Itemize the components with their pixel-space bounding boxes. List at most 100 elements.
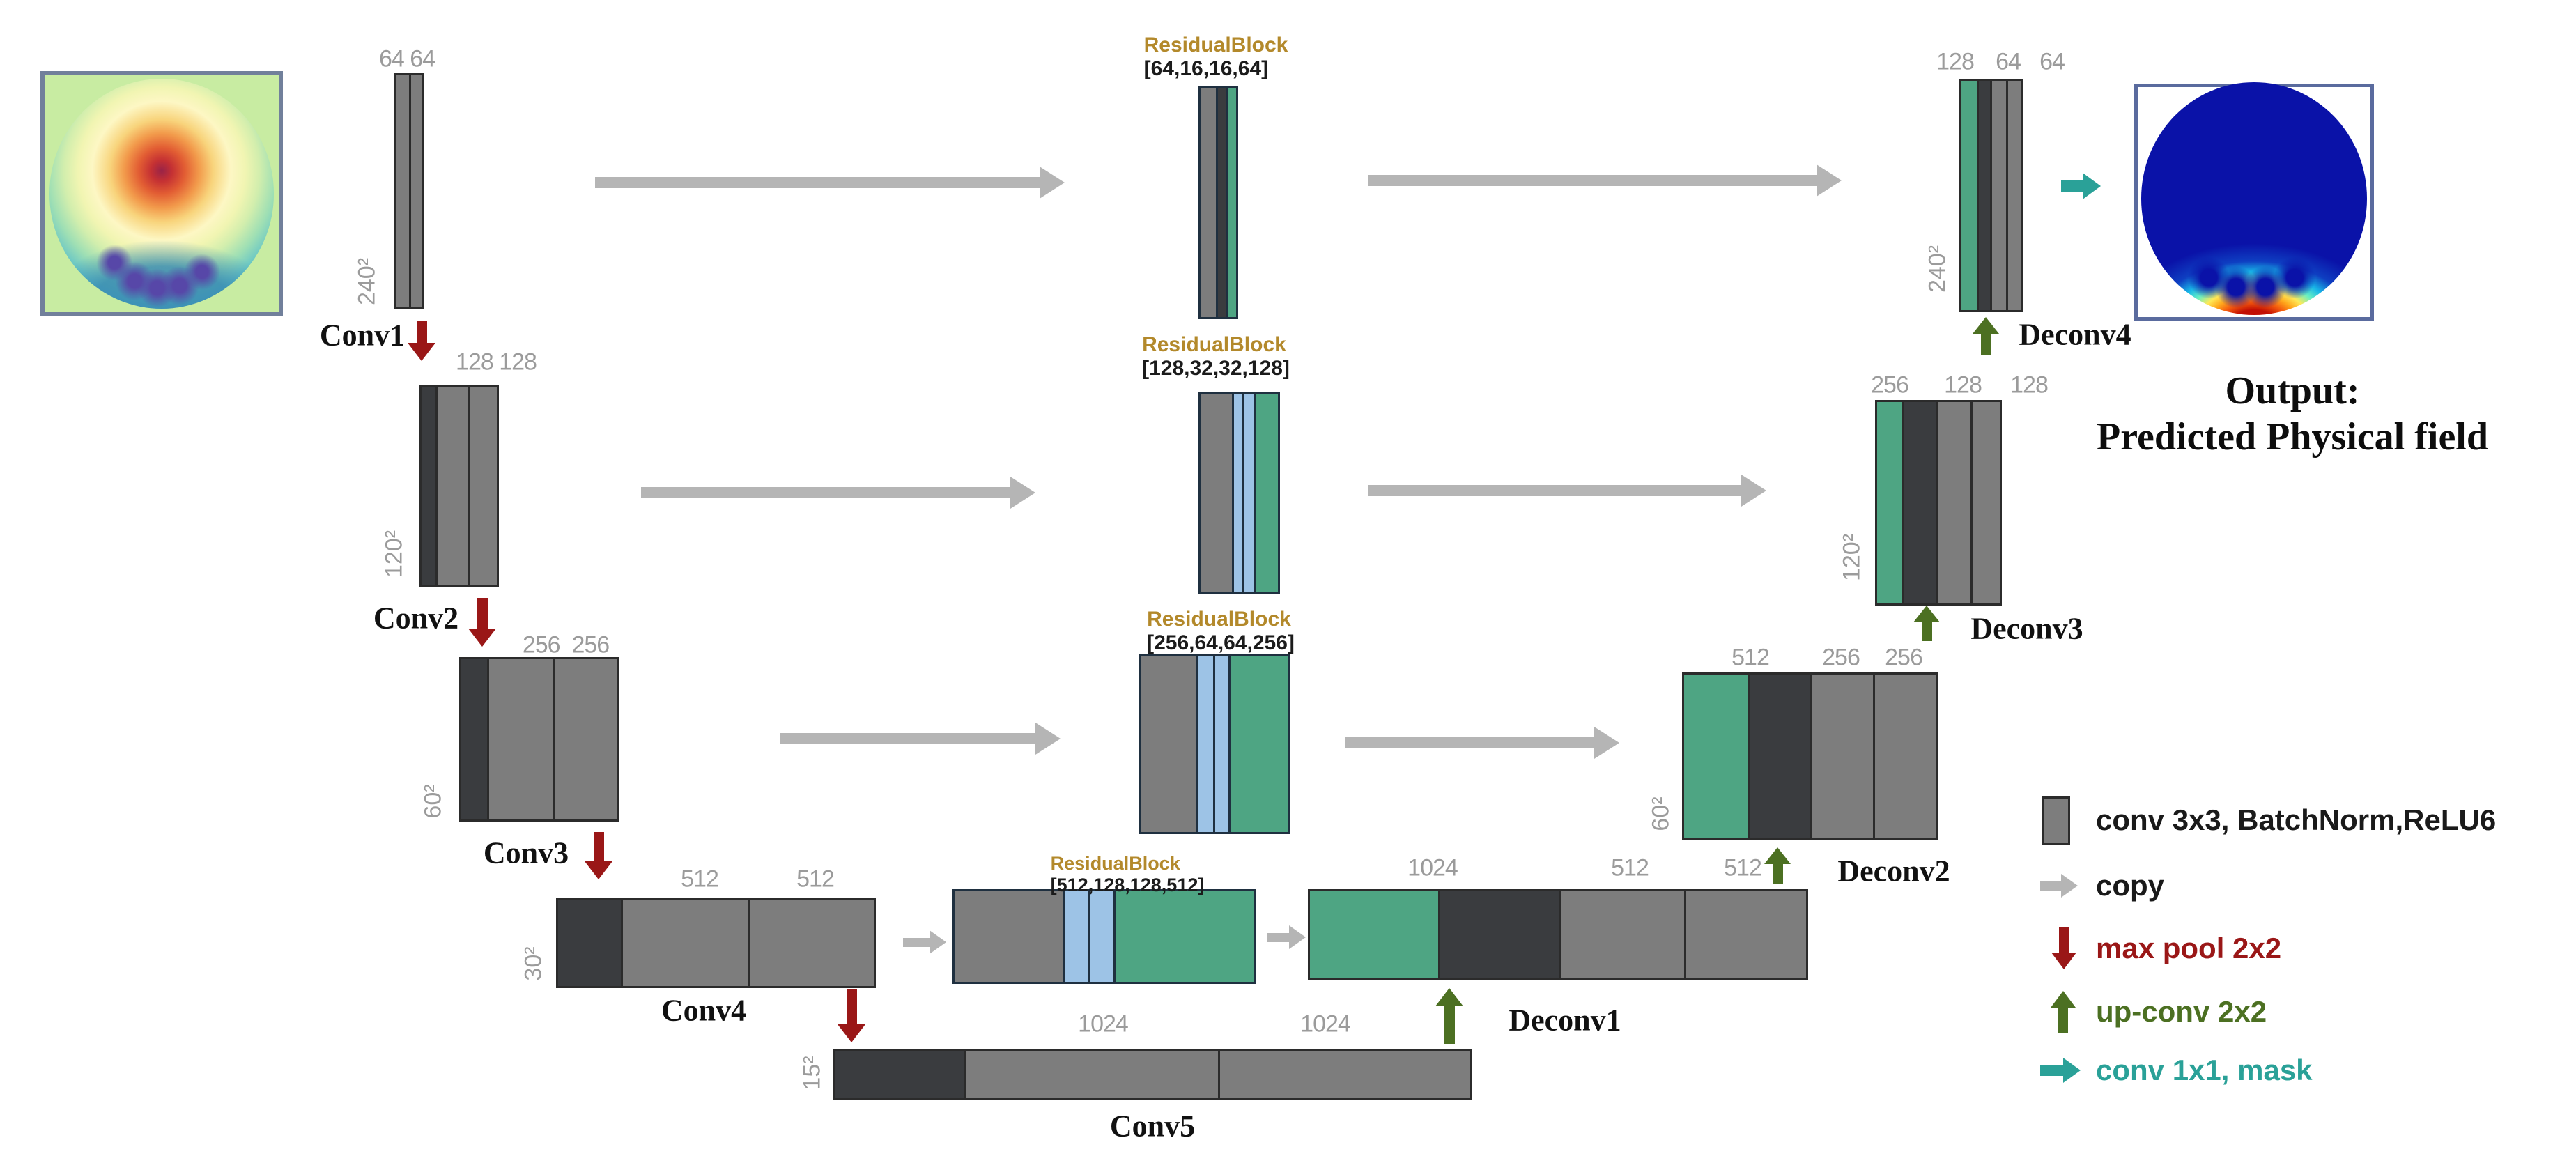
residual-block-1-layer-1 (1201, 88, 1216, 317)
maxpool-arrow-1 (408, 321, 435, 361)
residual-block-3 (1139, 654, 1290, 834)
copy-arrow-8-head (1289, 925, 1306, 949)
deconv4-name-label: Deconv4 (2019, 317, 2131, 352)
copy-arrow-1 (595, 167, 1065, 199)
conv5-name-label: Conv5 (1109, 1109, 1196, 1143)
conv1-name-label: Conv1 (319, 318, 406, 353)
residual-label-1-dims: [64,16,16,64] (1143, 57, 1269, 80)
conv3-channels-label: 256 256 (522, 631, 610, 658)
residual-label-3-dims: [256,64,64,256] (1147, 631, 1295, 654)
residual-block-4-layer-3 (1088, 891, 1113, 982)
copy-arrow-1-shaft (595, 177, 1040, 188)
copy-arrow-6 (1345, 727, 1619, 759)
deconv3-block-layer-4 (1970, 402, 2000, 603)
residual-label-1-name: ResidualBlock (1143, 33, 1288, 56)
conv3-size-label: 60² (419, 784, 447, 819)
deconv3-block (1875, 400, 2002, 606)
upconv-arrow-1-shaft (1444, 1006, 1455, 1044)
deconv1-block-layer-2 (1438, 891, 1559, 978)
copy-arrow-5 (780, 723, 1061, 755)
maxpool-arrow-2 (468, 598, 496, 647)
upconv-arrow-2-shaft (1772, 864, 1783, 884)
conv1-block-layer-1 (396, 75, 409, 307)
conv3-block (459, 657, 619, 822)
residual-label-4-dims: [512,128,128,512] (1050, 875, 1205, 895)
deconv4-block-layer-2 (1977, 81, 1990, 310)
deconv2-channels-b-label: 256 (1822, 644, 1860, 671)
conv1-channels-label: 64 64 (378, 45, 435, 72)
deconv4-channels-b-label: 64 (1996, 48, 2021, 75)
conv2-block-layer-3 (468, 387, 497, 585)
maxpool-arrow-1-shaft (416, 321, 427, 343)
conv4-block-layer-1 (558, 900, 621, 986)
residual-block-4-layer-2 (1063, 891, 1088, 982)
maxpool-arrow-4-head (838, 1024, 865, 1042)
legend-copy-arrow-icon-head (2061, 874, 2078, 898)
residual-block-3-layer-2 (1196, 656, 1213, 832)
residual-block-4-layer-4 (1113, 891, 1254, 982)
copy-arrow-3 (641, 477, 1035, 509)
legend-item-maxpool: max pool 2x2 (2096, 932, 2282, 964)
residual-block-2-layer-1 (1201, 394, 1232, 592)
residual-block-2-layer-4 (1254, 394, 1278, 592)
mask-arrow-1-head (2083, 173, 2101, 199)
legend-item-copy: copy (2096, 869, 2165, 902)
upconv-arrow-4-head (1973, 317, 1999, 334)
conv2-block-layer-2 (435, 387, 468, 585)
copy-arrow-5-head (1035, 723, 1061, 755)
copy-arrow-3-shaft (641, 487, 1010, 498)
maxpool-arrow-3 (585, 832, 612, 879)
legend-upconv-arrow-icon (2051, 991, 2076, 1033)
deconv2-block-layer-3 (1810, 675, 1873, 838)
deconv2-name-label: Deconv2 (1837, 854, 1950, 888)
copy-arrow-3-head (1010, 477, 1035, 509)
upconv-arrow-1 (1435, 988, 1463, 1044)
maxpool-arrow-1-head (408, 343, 435, 361)
conv5-channels-a-label: 1024 (1078, 1010, 1129, 1038)
input-field-image (40, 71, 283, 316)
deconv1-block (1308, 889, 1808, 980)
residual-block-2-layer-2 (1232, 394, 1242, 592)
maxpool-arrow-4 (838, 989, 865, 1042)
conv5-block (833, 1049, 1472, 1100)
upconv-arrow-3 (1913, 606, 1940, 641)
copy-arrow-4-head (1741, 475, 1766, 507)
conv2-channels-label: 128 128 (456, 348, 537, 376)
copy-arrow-6-shaft (1345, 737, 1594, 748)
residual-block-2-layer-3 (1242, 394, 1254, 592)
copy-arrow-5-shaft (780, 733, 1035, 744)
maxpool-arrow-3-shaft (593, 832, 604, 861)
conv1-block (394, 73, 424, 309)
deconv3-block-layer-2 (1902, 402, 1936, 603)
legend-item-upconv: up-conv 2x2 (2096, 995, 2267, 1028)
deconv4-channels-c-label: 64 (2039, 48, 2065, 75)
deconv4-channels-a-label: 128 (1936, 48, 1975, 75)
conv1-block-layer-2 (409, 75, 422, 307)
conv-layer-swatch-icon (2042, 796, 2070, 845)
mask-arrow-1 (2061, 173, 2101, 199)
residual-label-3: ResidualBlock [256,64,64,256] (1147, 608, 1295, 655)
legend-mask-arrow-icon-shaft (2040, 1065, 2063, 1076)
deconv1-channels-b-label: 512 (1611, 854, 1649, 881)
legend-item-conv3x3: conv 3x3, BatchNorm,ReLU6 (2096, 803, 2497, 836)
conv4-channels-a-label: 512 (681, 865, 719, 893)
conv3-block-layer-2 (487, 659, 553, 819)
maxpool-arrow-2-head (468, 629, 496, 647)
upconv-arrow-2 (1764, 847, 1791, 884)
copy-arrow-8 (1267, 925, 1306, 949)
conv5-block-layer-2 (964, 1051, 1218, 1098)
conv5-block-layer-1 (835, 1051, 964, 1098)
copy-arrow-2 (1368, 164, 1842, 197)
deconv1-channels-a-label: 1024 (1407, 854, 1458, 881)
conv4-size-label: 30² (520, 946, 547, 981)
deconv3-block-layer-3 (1936, 402, 1970, 603)
conv2-block-layer-1 (422, 387, 435, 585)
residual-block-1-layer-2 (1216, 88, 1226, 317)
copy-arrow-1-head (1040, 167, 1065, 199)
input-field-heatmap (49, 79, 275, 309)
residual-block-2 (1198, 392, 1280, 594)
conv1-size-label: 240² (353, 257, 380, 306)
copy-arrow-2-shaft (1368, 175, 1817, 186)
conv5-channels-b-label: 1024 (1300, 1010, 1351, 1038)
